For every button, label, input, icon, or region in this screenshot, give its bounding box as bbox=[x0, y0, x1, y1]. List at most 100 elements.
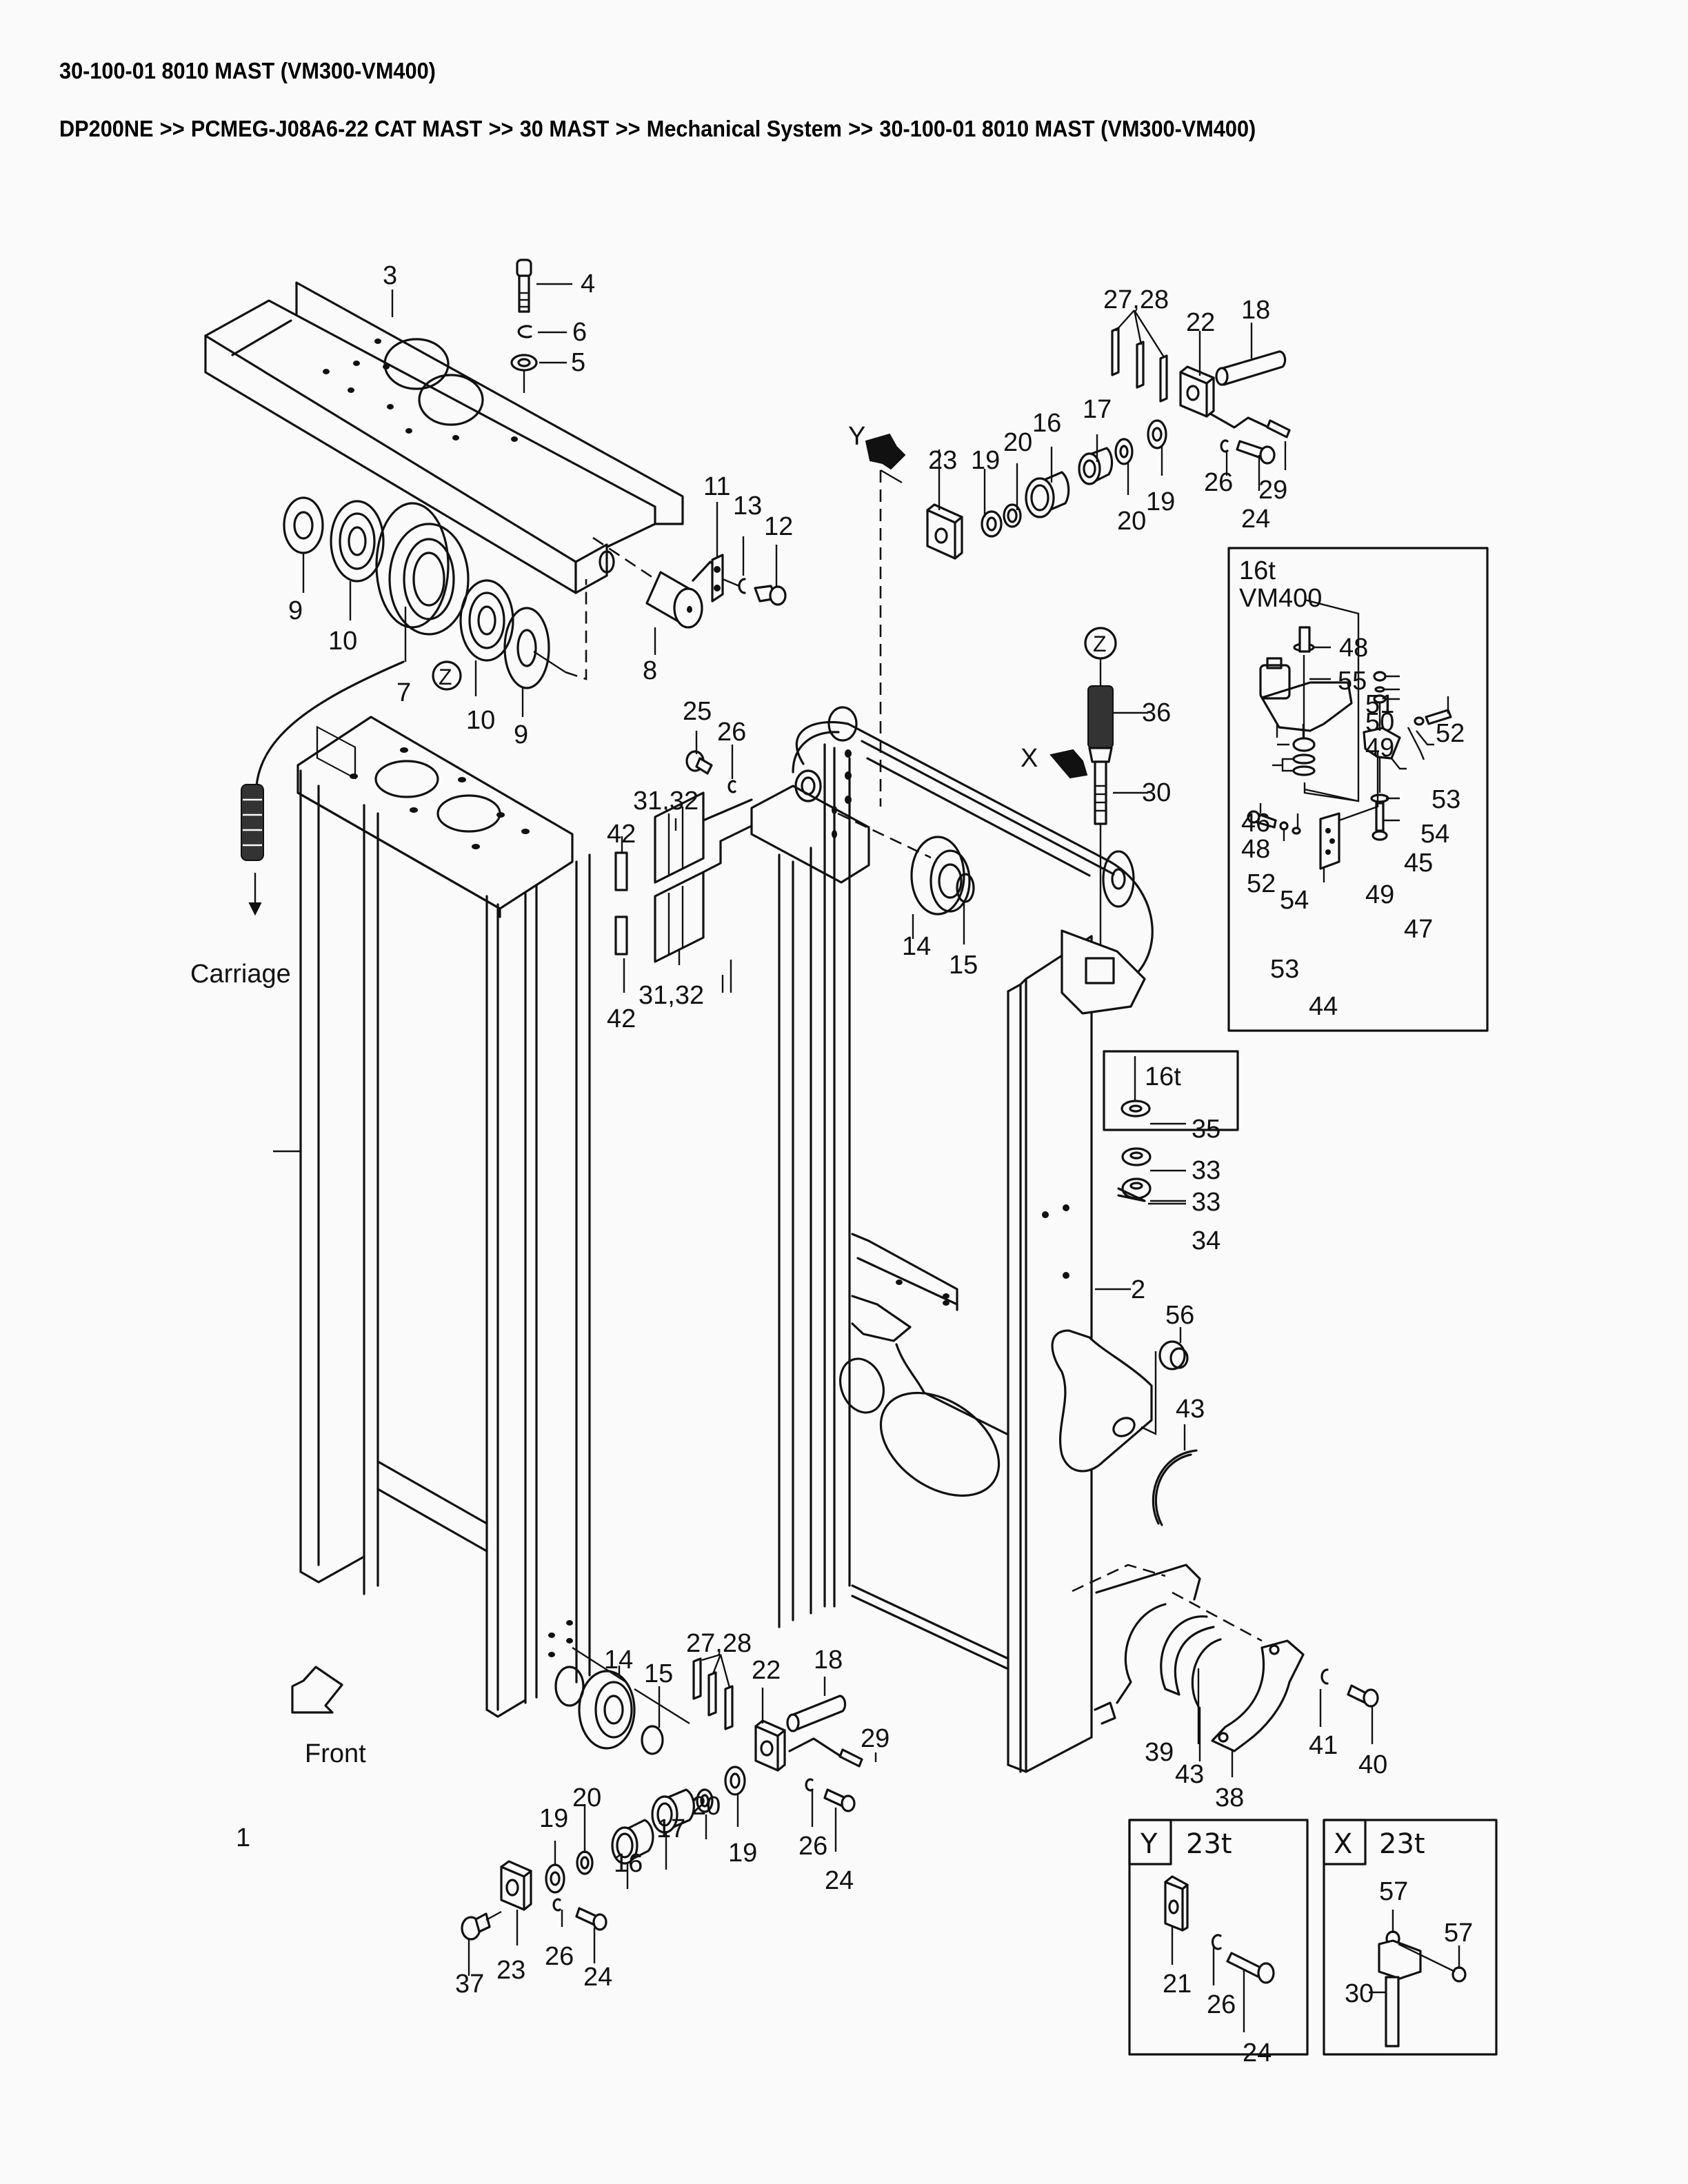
callout-part-43[interactable]: 43 bbox=[1175, 1760, 1204, 1789]
callout-part-14[interactable]: 14 bbox=[902, 932, 931, 961]
callout-part-16[interactable]: 16 bbox=[1032, 409, 1061, 438]
bolt-4[interactable] bbox=[516, 259, 532, 313]
lock-washer-26-mid[interactable] bbox=[727, 780, 736, 793]
trunnion-bearing-39[interactable] bbox=[1160, 1615, 1215, 1696]
callout-part-23[interactable]: 23 bbox=[496, 1956, 525, 1985]
callout-part-15[interactable]: 15 bbox=[949, 951, 978, 980]
callout-part-34[interactable]: 34 bbox=[1192, 1226, 1220, 1255]
guide-set-upper[interactable] bbox=[926, 327, 1291, 560]
crossbeam[interactable] bbox=[204, 281, 684, 594]
lock-washer-41[interactable] bbox=[1320, 1668, 1329, 1685]
callout-part-19[interactable]: 19 bbox=[728, 1839, 757, 1868]
guide-set-lower[interactable] bbox=[461, 1657, 863, 1941]
callout-part-26[interactable]: 26 bbox=[1204, 468, 1233, 497]
callout-part-37[interactable]: 37 bbox=[455, 1970, 484, 1999]
callout-part-44[interactable]: 44 bbox=[1309, 992, 1338, 1021]
callout-part-42[interactable]: 42 bbox=[607, 820, 636, 849]
roller-14-upper[interactable] bbox=[910, 836, 971, 916]
callout-part-36[interactable]: 36 bbox=[1142, 698, 1171, 727]
callout-part-24[interactable]: 24 bbox=[583, 1963, 612, 1992]
callout-part-45[interactable]: 45 bbox=[1404, 849, 1433, 878]
callout-part-54[interactable]: 54 bbox=[1420, 820, 1449, 849]
lock-washer-13[interactable] bbox=[738, 578, 746, 594]
callout-part-27-28[interactable]: 27,28 bbox=[686, 1629, 752, 1658]
callout-part-47[interactable]: 47 bbox=[1404, 915, 1433, 944]
callout-part-38[interactable]: 38 bbox=[1215, 1783, 1244, 1812]
callout-part-22[interactable]: 22 bbox=[752, 1656, 781, 1685]
callout-part-40[interactable]: 40 bbox=[1358, 1750, 1387, 1779]
callout-part-26[interactable]: 26 bbox=[717, 718, 746, 747]
callout-part-20[interactable]: 20 bbox=[1003, 428, 1032, 457]
callout-part-23[interactable]: 23 bbox=[928, 446, 957, 475]
callout-part-46[interactable]: 46 bbox=[1241, 809, 1270, 838]
bolt-25[interactable] bbox=[685, 750, 713, 775]
callout-part-48[interactable]: 48 bbox=[1241, 835, 1270, 864]
callout-part-49[interactable]: 49 bbox=[1365, 734, 1394, 762]
breadcrumb-item-mast-group[interactable]: 30 MAST bbox=[519, 116, 610, 141]
callout-part-6[interactable]: 6 bbox=[572, 318, 587, 347]
callout-part-55[interactable]: 55 bbox=[1338, 667, 1367, 696]
callout-part-17[interactable]: 17 bbox=[1083, 395, 1112, 424]
callout-part-4[interactable]: 4 bbox=[581, 270, 595, 299]
callout-part-26[interactable]: 26 bbox=[1207, 1990, 1236, 2019]
callout-part-49[interactable]: 49 bbox=[1365, 880, 1394, 909]
callout-part-9[interactable]: 9 bbox=[514, 720, 528, 749]
nut-33-a[interactable] bbox=[1121, 1147, 1152, 1166]
callout-part-48[interactable]: 48 bbox=[1339, 634, 1368, 663]
callout-part-42[interactable]: 42 bbox=[607, 1004, 636, 1033]
breadcrumb-item-model[interactable]: DP200NE bbox=[59, 116, 154, 141]
callout-part-21[interactable]: 21 bbox=[1163, 1970, 1192, 1999]
bolt-40[interactable] bbox=[1347, 1684, 1379, 1708]
callout-part-17[interactable]: 17 bbox=[656, 1814, 685, 1843]
callout-part-53[interactable]: 53 bbox=[1431, 785, 1460, 814]
roller-assembly[interactable] bbox=[283, 496, 587, 689]
callout-part-20[interactable]: 20 bbox=[692, 1792, 721, 1821]
callout-part-16[interactable]: 16 bbox=[614, 1849, 643, 1878]
callout-part-39[interactable]: 39 bbox=[1145, 1738, 1174, 1767]
callout-part-29[interactable]: 29 bbox=[861, 1724, 890, 1753]
callout-part-7[interactable]: 7 bbox=[396, 678, 411, 707]
callout-part-24[interactable]: 24 bbox=[1243, 2039, 1272, 2067]
callout-part-53[interactable]: 53 bbox=[1270, 955, 1299, 984]
inner-mast[interactable] bbox=[750, 706, 1201, 1773]
callout-part-18[interactable]: 18 bbox=[1241, 296, 1270, 325]
callout-part-33[interactable]: 33 bbox=[1192, 1188, 1220, 1217]
callout-part-14[interactable]: 14 bbox=[604, 1646, 633, 1675]
callout-part-30[interactable]: 30 bbox=[1345, 1979, 1374, 2008]
trunnion-cap-38[interactable] bbox=[1211, 1639, 1305, 1752]
callout-part-8[interactable]: 8 bbox=[643, 656, 657, 685]
washer-5[interactable] bbox=[510, 354, 538, 372]
shim-plates[interactable] bbox=[614, 791, 753, 963]
callout-part-20[interactable]: 20 bbox=[572, 1783, 601, 1812]
callout-part-12[interactable]: 12 bbox=[764, 512, 793, 541]
cotter-pin-34[interactable] bbox=[1117, 1187, 1146, 1202]
callout-part-5[interactable]: 5 bbox=[571, 348, 585, 377]
callout-part-43[interactable]: 43 bbox=[1176, 1395, 1205, 1424]
callout-part-10[interactable]: 10 bbox=[328, 627, 357, 656]
callout-part-3[interactable]: 3 bbox=[383, 261, 397, 290]
thrust-ring-43-lower[interactable] bbox=[1191, 1638, 1222, 1708]
callout-part-24[interactable]: 24 bbox=[1241, 505, 1270, 534]
callout-part-50[interactable]: 50 bbox=[1365, 708, 1394, 737]
callout-part-51[interactable]: 51 bbox=[1365, 690, 1394, 719]
callout-part-56[interactable]: 56 bbox=[1165, 1301, 1194, 1330]
callout-part-31-32[interactable]: 31,32 bbox=[633, 787, 699, 816]
bolt-12[interactable] bbox=[754, 585, 787, 606]
callout-part-2[interactable]: 2 bbox=[1131, 1275, 1145, 1304]
breadcrumb-item-system[interactable]: Mechanical System bbox=[646, 116, 842, 141]
callout-part-13[interactable]: 13 bbox=[733, 492, 762, 520]
roller-14-lower[interactable] bbox=[578, 1670, 636, 1750]
callout-part-10[interactable]: 10 bbox=[466, 706, 495, 735]
lock-plate-11[interactable] bbox=[711, 554, 724, 603]
callout-part-31-32[interactable]: 31,32 bbox=[639, 981, 704, 1010]
callout-part-18[interactable]: 18 bbox=[814, 1646, 843, 1675]
snap-ring-15-upper[interactable] bbox=[956, 873, 975, 903]
callout-part-35[interactable]: 35 bbox=[1192, 1115, 1220, 1144]
callout-part-30[interactable]: 30 bbox=[1142, 778, 1171, 807]
callout-part-57[interactable]: 57 bbox=[1379, 1877, 1408, 1906]
callout-part-52[interactable]: 52 bbox=[1436, 719, 1465, 748]
outer-mast[interactable] bbox=[297, 716, 591, 1718]
callout-part-25[interactable]: 25 bbox=[683, 697, 712, 726]
thrust-ring-43-upper[interactable] bbox=[1152, 1449, 1198, 1525]
bushing-56[interactable] bbox=[1158, 1340, 1189, 1371]
